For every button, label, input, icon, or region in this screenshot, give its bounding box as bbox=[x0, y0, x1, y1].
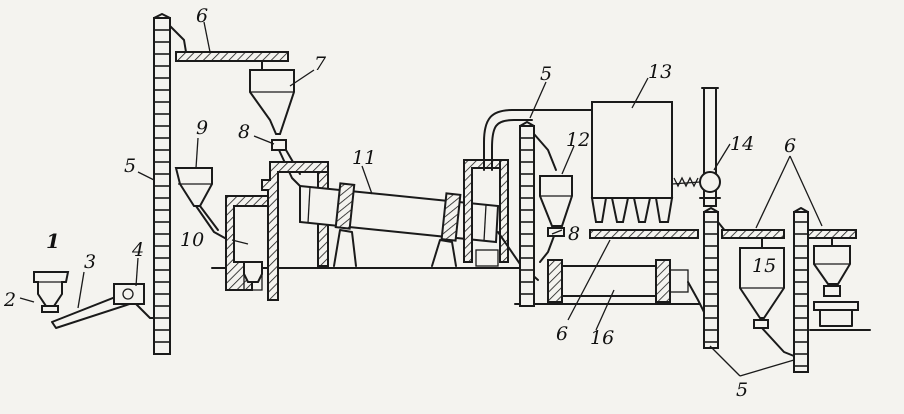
storage-silo bbox=[739, 237, 795, 357]
feeder-mill bbox=[539, 235, 555, 263]
label-16: 16 bbox=[590, 327, 614, 349]
label-15: 15 bbox=[752, 255, 776, 277]
label-8-left: 8 bbox=[238, 121, 250, 143]
intermediate-hopper bbox=[539, 175, 573, 237]
feed-hopper bbox=[33, 271, 70, 313]
label-5-bottom: 5 bbox=[736, 379, 748, 401]
screw-conveyor-mid bbox=[589, 229, 699, 239]
label-6-top: 6 bbox=[196, 5, 208, 27]
label-7: 7 bbox=[314, 53, 327, 75]
label-9: 9 bbox=[196, 117, 208, 139]
label-5-mid: 5 bbox=[540, 63, 552, 85]
label-5-left: 5 bbox=[124, 155, 136, 177]
label-11: 11 bbox=[352, 147, 376, 169]
label-3: 3 bbox=[84, 251, 96, 273]
label-13: 13 bbox=[648, 61, 672, 83]
label-10: 10 bbox=[180, 229, 204, 251]
exhaust-fan bbox=[671, 87, 721, 207]
leader-lines bbox=[19, 21, 823, 377]
kiln-feed-hopper bbox=[249, 60, 295, 135]
screw-conveyor-right bbox=[721, 229, 857, 239]
bucket-elevator-main bbox=[153, 13, 187, 355]
packing-hopper bbox=[813, 237, 859, 327]
bucket-elevator-right-b bbox=[793, 207, 809, 373]
screw-conveyor-top bbox=[175, 51, 289, 62]
callout-labels: 1 2 3 4 5 6 7 8 9 10 11 5 12 8 13 14 6 1… bbox=[3, 5, 796, 401]
label-4: 4 bbox=[131, 239, 144, 261]
bucket-elevator-mid bbox=[519, 121, 557, 307]
label-14: 14 bbox=[730, 133, 754, 155]
label-6-bottom: 6 bbox=[556, 323, 568, 345]
label-12: 12 bbox=[566, 129, 590, 151]
bucket-elevator-right-a bbox=[703, 207, 727, 349]
crusher bbox=[113, 283, 155, 319]
furnace-chamber bbox=[225, 161, 329, 301]
label-6-right: 6 bbox=[784, 135, 796, 157]
discharge-chamber bbox=[463, 109, 539, 281]
label-8-mid: 8 bbox=[568, 223, 580, 245]
rotary-drum-kiln bbox=[299, 182, 500, 267]
label-2: 2 bbox=[3, 289, 16, 311]
bag-filter bbox=[531, 101, 674, 223]
label-1: 1 bbox=[46, 229, 60, 253]
